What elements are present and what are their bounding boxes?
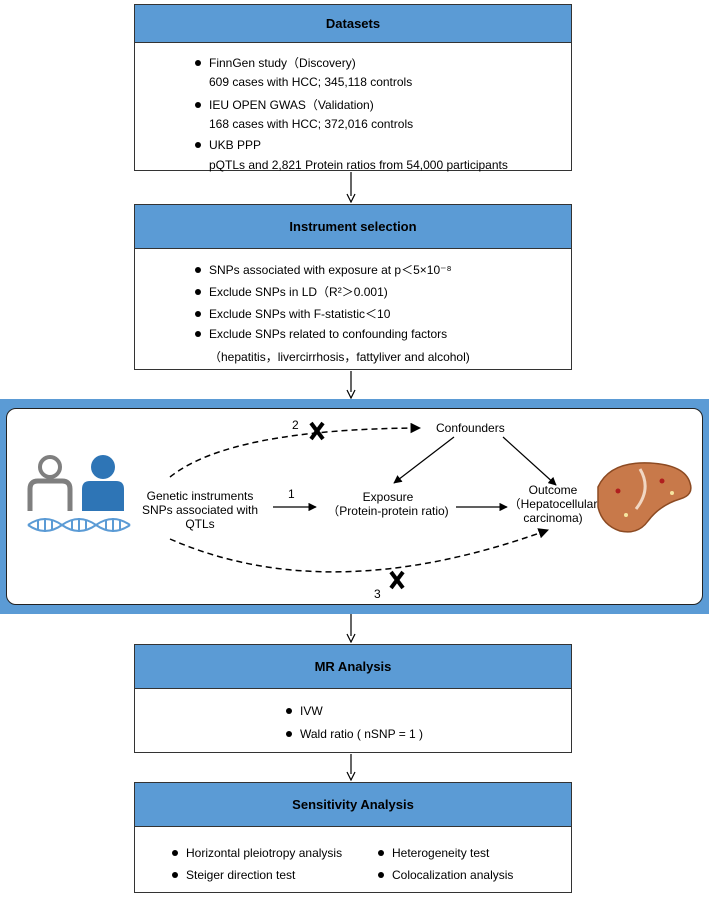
cross-mark-icon (389, 570, 405, 590)
path-3-label: 3 (374, 587, 381, 601)
bullet-icon (195, 310, 201, 317)
bullet-icon (172, 871, 178, 878)
mr-item-2: Wald ratio ( nSNP = 1 ) (286, 727, 423, 741)
datasets-title: Datasets (135, 5, 571, 43)
arrow-down-icon (346, 371, 356, 399)
instrument-title: Instrument selection (135, 205, 571, 249)
arrow-down-icon (346, 754, 356, 781)
instrument-item-3: Exclude SNPs with F-statistic＜10 (195, 305, 390, 322)
sensitivity-item-4: Colocalization analysis (378, 868, 513, 882)
bullet-icon (286, 707, 292, 714)
bullet-icon (195, 330, 201, 337)
sensitivity-title: Sensitivity Analysis (135, 783, 571, 827)
bullet-icon (195, 141, 201, 148)
instrument-item-2: Exclude SNPs in LD（R²＞0.001) (195, 283, 388, 300)
sensitivity-item-1: Horizontal pleiotropy analysis (172, 846, 342, 860)
instrument-item-4: Exclude SNPs related to confounding fact… (195, 327, 447, 341)
arrow-down-icon (346, 172, 356, 203)
bullet-icon (195, 101, 201, 108)
sensitivity-item-2: Heterogeneity test (378, 846, 489, 860)
instrument-note: （hepatitis，livercirrhosis，fattyliver and… (209, 350, 470, 364)
person-grey-icon (27, 455, 73, 511)
arrow-down-icon (346, 614, 356, 643)
exposure-label: Exposure （Protein-protein ratio) (327, 490, 449, 518)
causal-diagram (27, 421, 692, 590)
datasets-detail-2: 168 cases with HCC; 372,016 controls (209, 117, 414, 131)
confounder-outcome-arrow (502, 436, 557, 486)
datasets-detail-1: 609 cases with HCC; 345,118 controls (209, 75, 413, 89)
datasets-box: Datasets FinnGen study（Discovery) 609 ca… (134, 4, 572, 172)
person-blue-icon (82, 455, 124, 511)
liver-icon (597, 462, 692, 533)
datasets-item-1: FinnGen study（Discovery) (195, 54, 356, 71)
sensitivity-item-3: Steiger direction test (172, 868, 295, 882)
cross-mark-icon (309, 421, 325, 441)
datasets-item-2: IEU OPEN GWAS（Validation) (195, 96, 374, 113)
outcome-label: Outcome （Hepatocellular carcinoma) (508, 483, 598, 525)
path-2-arrow (169, 422, 422, 478)
dna-icon (27, 518, 131, 532)
bullet-icon (172, 849, 178, 856)
sensitivity-box: Sensitivity Analysis Horizontal pleiotro… (134, 782, 572, 893)
confounders-label: Confounders (436, 421, 505, 435)
bullet-icon (195, 266, 201, 273)
mr-analysis-box: MR Analysis IVW Wald ratio ( nSNP = 1 ) (134, 644, 572, 753)
bullet-icon (378, 871, 384, 878)
bullet-icon (195, 288, 201, 295)
confounder-exposure-arrow (393, 436, 455, 484)
path-2-label: 2 (292, 418, 299, 432)
path-1-label: 1 (288, 487, 295, 501)
path-3-arrow (169, 528, 549, 573)
bullet-icon (195, 59, 201, 66)
datasets-item-3: UKB PPP (195, 138, 261, 152)
bullet-icon (286, 730, 292, 737)
instrument-box: Instrument selection SNPs associated wit… (134, 204, 572, 370)
mr-item-1: IVW (286, 704, 323, 718)
datasets-detail-3: pQTLs and 2,821 Protein ratios from 54,0… (209, 158, 508, 172)
instrument-item-1: SNPs associated with exposure at p＜5×10⁻… (195, 261, 452, 278)
genetic-instruments-label: Genetic instruments SNPs associated with… (141, 489, 259, 531)
bullet-icon (378, 849, 384, 856)
mr-analysis-title: MR Analysis (135, 645, 571, 689)
